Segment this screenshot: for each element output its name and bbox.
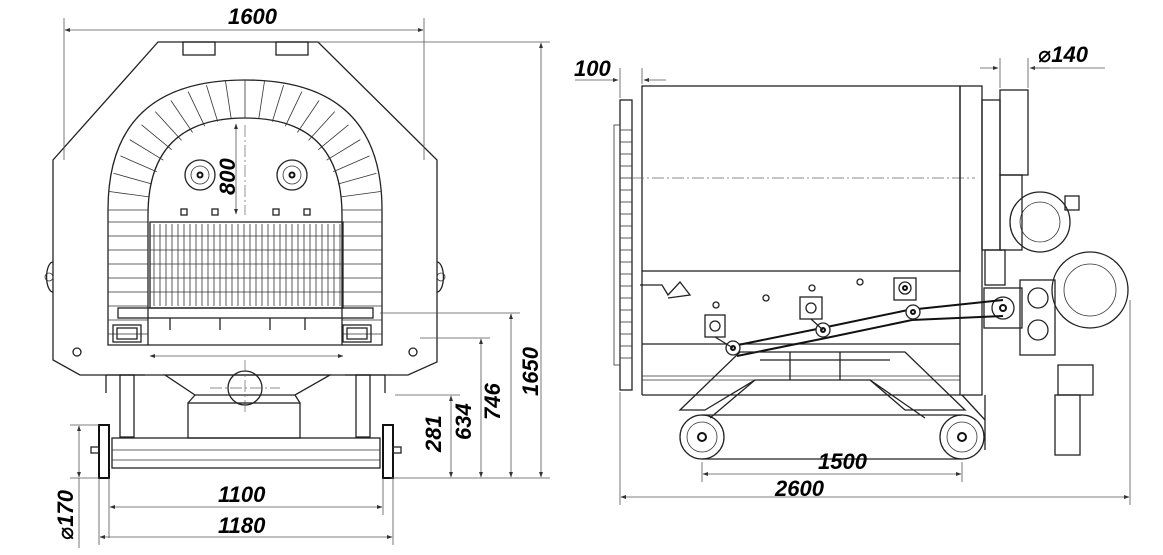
arch-segments bbox=[108, 79, 382, 335]
side-linkage-lower bbox=[736, 315, 1004, 357]
side-pipe-lower bbox=[1051, 251, 1129, 329]
dim-pipe-diameter: ⌀140 bbox=[1038, 42, 1089, 67]
side-gearbox bbox=[1019, 279, 1056, 356]
front-gear-right bbox=[276, 159, 308, 191]
front-side-lug-right bbox=[436, 261, 445, 293]
dim-frame-height-a: 634 bbox=[451, 403, 476, 440]
dim-side-offset: 100 bbox=[574, 56, 611, 81]
grate-lines bbox=[150, 224, 343, 306]
front-view bbox=[44, 41, 446, 479]
dim-frame-height-b: 746 bbox=[480, 383, 505, 420]
front-top-hatch-left bbox=[182, 41, 216, 56]
front-grate bbox=[149, 221, 344, 309]
side-bracket-1 bbox=[704, 314, 726, 338]
front-axle bbox=[111, 437, 381, 469]
side-bracket-3 bbox=[893, 277, 917, 301]
dim-height: 1650 bbox=[518, 346, 543, 396]
front-leg-left bbox=[119, 374, 135, 438]
side-drive-pulley bbox=[991, 296, 1015, 320]
dim-axle-height: 281 bbox=[421, 415, 446, 453]
dim-wheel-diameter: ⌀170 bbox=[53, 489, 78, 540]
side-drum-body bbox=[641, 85, 961, 272]
dim-drum-diameter: 800 bbox=[215, 158, 240, 195]
front-side-lug-left bbox=[45, 261, 54, 293]
front-pedestal bbox=[187, 402, 301, 439]
dim-overall-length: 2600 bbox=[774, 476, 825, 501]
side-bracket-2 bbox=[799, 296, 823, 320]
dim-track-inner: 1100 bbox=[218, 482, 266, 507]
front-leg-right bbox=[355, 374, 371, 438]
dim-overall-width: 1600 bbox=[228, 4, 278, 29]
front-gear-left bbox=[184, 159, 216, 191]
side-pipe-upper bbox=[1009, 191, 1071, 253]
front-bottom-block-left bbox=[112, 324, 142, 343]
front-bottom-block-right bbox=[342, 324, 372, 343]
side-dimensions: 100 ⌀140 1500 2600 bbox=[574, 42, 1131, 505]
side-lever bbox=[640, 280, 692, 299]
side-view bbox=[613, 85, 1129, 460]
side-tines bbox=[620, 129, 632, 359]
dim-track-outer: 1180 bbox=[218, 513, 266, 538]
front-housing-outline bbox=[52, 41, 438, 376]
front-top-hatch-right bbox=[275, 41, 309, 56]
front-dimensions: 1600 1650 746 634 281 800 ⌀170 110 bbox=[53, 4, 550, 548]
front-wheel-right bbox=[382, 424, 394, 479]
front-wheel-left bbox=[98, 424, 110, 479]
front-hopper bbox=[162, 374, 333, 396]
side-frame bbox=[678, 351, 967, 411]
side-rear-casing bbox=[959, 85, 983, 396]
side-front-flange bbox=[619, 99, 633, 391]
dim-wheelbase: 1500 bbox=[818, 449, 868, 474]
side-linkage-upper bbox=[732, 299, 1004, 347]
